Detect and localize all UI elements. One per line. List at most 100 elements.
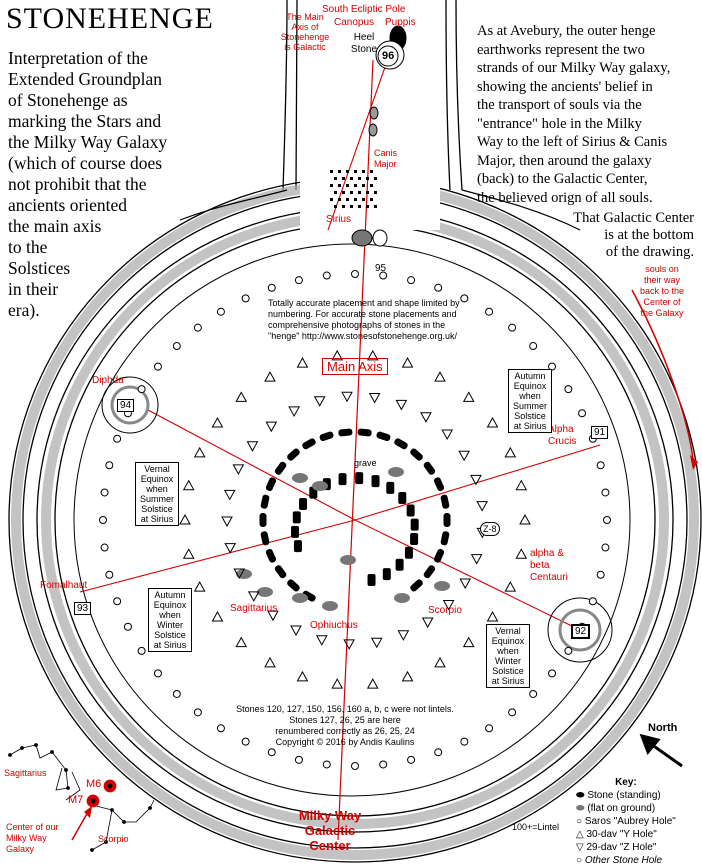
y-hole (235, 391, 248, 402)
vernal-summer-line: when (146, 484, 168, 494)
vernal-summer-line: at Sirius (140, 514, 174, 524)
aubrey-hole (434, 748, 443, 757)
aubrey-hole (216, 724, 225, 733)
sarsen-stone (376, 431, 391, 442)
sarsen-stone (433, 477, 445, 492)
autumn-winter-line: Solstice (154, 630, 186, 640)
bluestone (338, 473, 347, 486)
canis-major-dots (330, 170, 377, 208)
aubrey-hole (105, 461, 114, 470)
aubrey-hole (379, 271, 388, 280)
legend-symbol-icon: ○ (576, 855, 585, 866)
bluestone (355, 472, 364, 485)
z-hole (341, 391, 353, 403)
page-title: STONEHENGE (6, 2, 214, 35)
z8-label: Z-8 (480, 522, 500, 536)
aubrey-hole (294, 276, 303, 285)
aubrey-hole (113, 597, 122, 606)
inset-scorpio: Scorpio (98, 834, 129, 844)
diphda-label: Diphda (92, 375, 124, 386)
post-hole (346, 184, 349, 187)
z-hole (315, 635, 328, 646)
post-hole (346, 198, 349, 201)
m6-label: M6 (86, 778, 102, 790)
south-ecliptic-label: South Ecliptic Pole (322, 4, 406, 15)
lintel-note: Stones 120, 127, 150, 156, 160 a, b, c w… (230, 704, 460, 748)
avebury-line: showing the ancients' belief in (477, 78, 653, 95)
vernal-summer-line: Solstice (141, 504, 173, 514)
intro-line: Solstices (8, 258, 71, 278)
z-hole (267, 610, 279, 622)
post-hole (366, 191, 369, 194)
sarsen-stone (410, 448, 423, 461)
bluestone (406, 504, 415, 517)
aubrey-hole (100, 488, 109, 497)
aubrey-hole (508, 323, 517, 332)
legend-item: ⬬ (flat on ground) (576, 803, 656, 814)
milky-way-line: Galactic (304, 823, 356, 838)
avebury-line: the transport of souls via the (477, 97, 642, 113)
aubrey-hole (578, 409, 587, 418)
z-hole (395, 399, 408, 411)
aubrey-hole (105, 570, 114, 579)
accuracy-line: numbering. For accurate stone placements… (268, 309, 457, 319)
aubrey-hole (601, 543, 610, 552)
intro-line: era). (8, 300, 40, 320)
y-hole (515, 548, 528, 559)
intro-line: the main axis (8, 216, 102, 236)
y-hole (193, 581, 206, 592)
aubrey-hole (548, 362, 557, 371)
main-axis-galactic-line: is Galactic (284, 42, 326, 52)
sirius-label: Sirius (326, 214, 352, 225)
aubrey-hole (460, 294, 469, 303)
stone-94-label: 94 (117, 399, 135, 412)
z-hole (223, 489, 236, 501)
lintel-note-line: Stones 127, 26, 25 are here (289, 715, 401, 725)
bluestone (292, 511, 301, 524)
grave-label: grave (354, 458, 377, 468)
y-hole (179, 513, 191, 525)
aubrey-hole (434, 283, 443, 292)
vernal-winter-line: Solstice (492, 666, 524, 676)
intro-line: not prohibit that the (8, 174, 147, 194)
autumn-winter-line: Winter (156, 620, 183, 630)
aubrey-hole (379, 760, 388, 769)
y-hole (519, 513, 531, 525)
z-hole (420, 412, 432, 423)
post-hole (358, 191, 361, 194)
post-hole (338, 198, 341, 201)
autumn-summer-line: Solstice (514, 411, 546, 421)
sarsen-stone (423, 461, 436, 475)
z-hole (441, 429, 454, 441)
intro-line: ancients oriented (8, 195, 128, 215)
galactic-line: is at the bottom (604, 227, 694, 243)
z-hole (470, 474, 482, 486)
alpha-beta-line: Centauri (530, 572, 568, 583)
sarsen-stone (265, 477, 277, 492)
y-hole (331, 349, 344, 361)
bluestone (299, 498, 308, 510)
main-axis-label: Main Axis (322, 358, 388, 375)
y-hole (486, 416, 499, 428)
souls-line: their way (643, 275, 680, 285)
accuracy-line: Totally accurate placement and shape lim… (268, 298, 460, 308)
sarsen-stone (338, 428, 353, 437)
bluestone (291, 525, 300, 538)
north-arrow-icon (639, 733, 683, 768)
flat-stone (322, 601, 338, 611)
intro-line: in their (8, 279, 59, 299)
inset-center-line: Center of our (6, 822, 59, 832)
y-hole (366, 349, 379, 361)
post-hole (350, 205, 353, 208)
aubrey-hole (241, 737, 250, 746)
autumn-summer-line: Equinox (513, 381, 547, 391)
alpha-crucis-line: Alpha (548, 424, 574, 435)
legend-item: ⬬ Stone (standing) (576, 790, 661, 801)
post-hole (350, 191, 353, 194)
scorpio-label: Scorpio (428, 605, 462, 616)
sarsen-stone (260, 494, 270, 509)
accuracy-line: "henge" http://www.stonesofstonehenge.or… (268, 331, 458, 341)
